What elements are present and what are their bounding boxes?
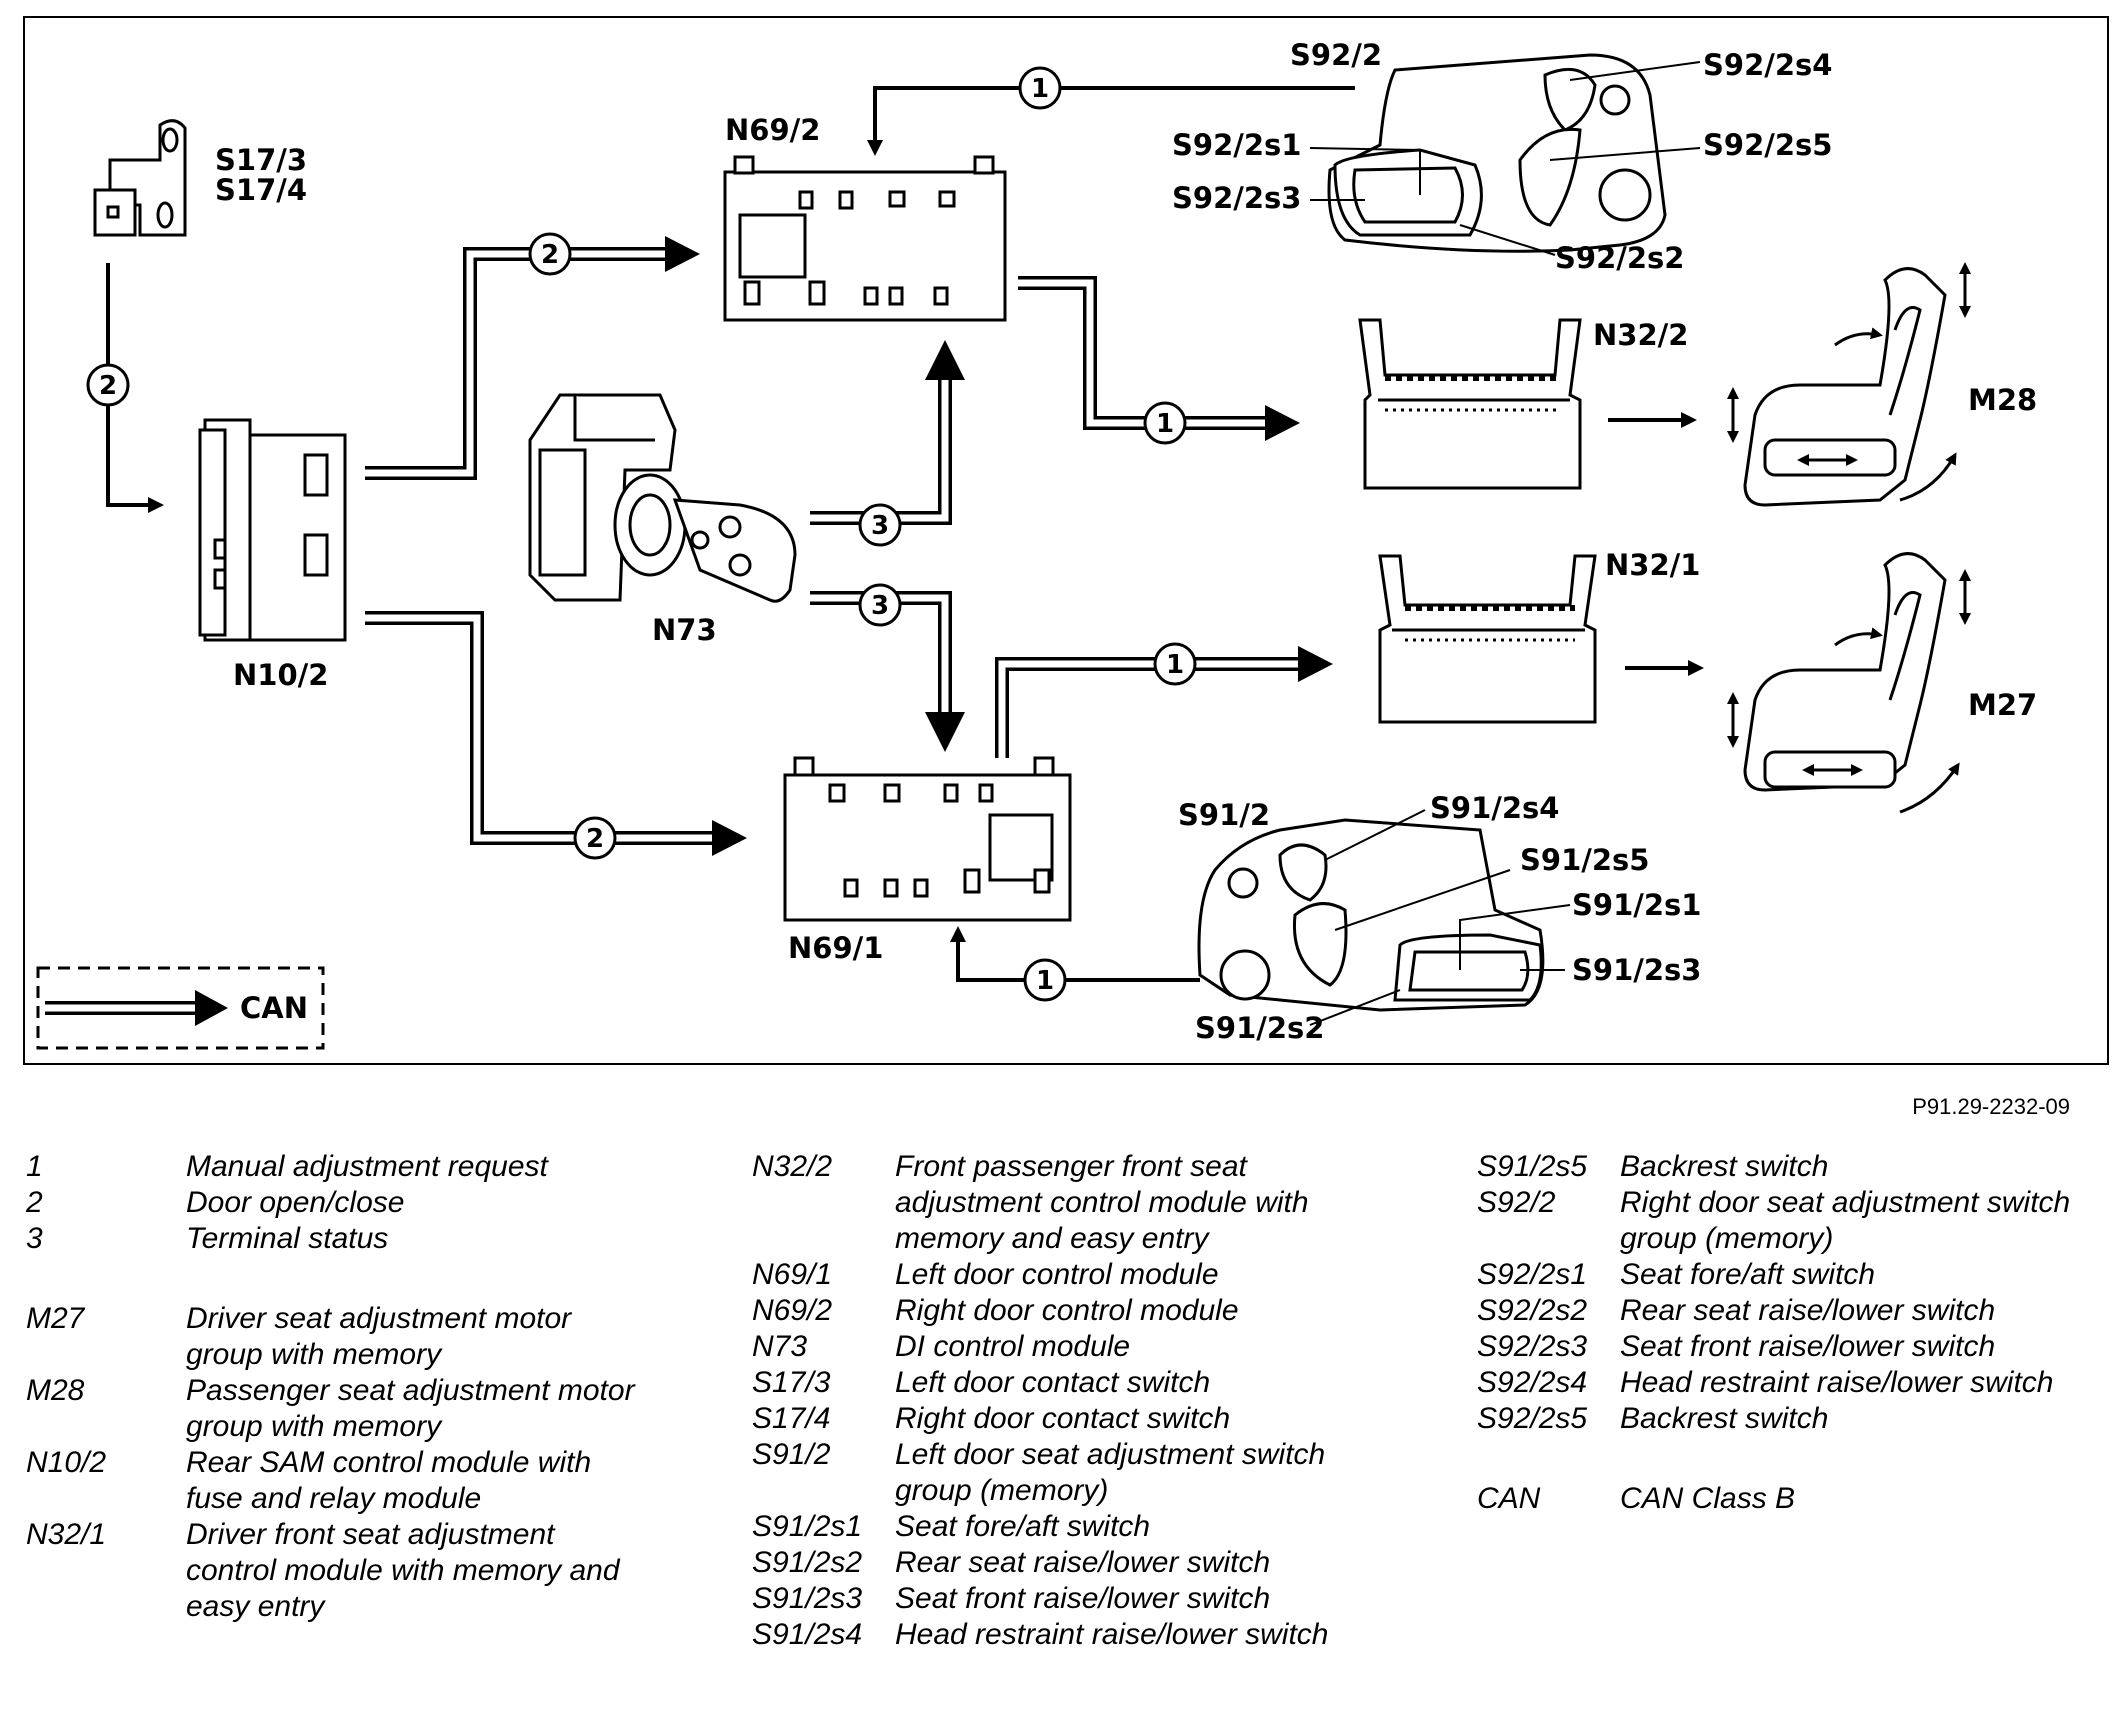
label-s91-2s2: S91/2s2 xyxy=(1195,1011,1324,1045)
label-s91-2: S91/2 xyxy=(1178,798,1270,832)
label-s92-2s3: S92/2s3 xyxy=(1172,181,1301,215)
label-n10-2: N10/2 xyxy=(233,658,328,692)
marker-2: 2 xyxy=(86,363,130,407)
label-m27: M27 xyxy=(1968,688,2037,722)
svg-text:1: 1 xyxy=(1156,409,1174,439)
label-s91-2s3: S91/2s3 xyxy=(1572,953,1701,987)
marker-3: 3 xyxy=(858,503,902,547)
marker-1: 1 xyxy=(1023,958,1067,1002)
label-s92-2s4: S92/2s4 xyxy=(1703,48,1832,82)
label-s92-2s5: S92/2s5 xyxy=(1703,128,1832,162)
driver-seat-motor-icon xyxy=(1727,552,1971,814)
signal-lines xyxy=(106,86,1704,982)
label-s91-2s1: S91/2s1 xyxy=(1572,888,1701,922)
label-n69-2: N69/2 xyxy=(725,113,820,147)
driver-seat-control-module-icon xyxy=(1378,554,1597,724)
label-s92-2: S92/2 xyxy=(1290,38,1382,72)
svg-text:1: 1 xyxy=(1036,966,1054,996)
passenger-seat-motor-icon xyxy=(1727,262,1971,507)
label-leader-lines xyxy=(1309,61,1701,1026)
left-door-control-module-icon xyxy=(783,756,1072,922)
door-contact-switch-icon xyxy=(93,119,187,237)
diagram-frame xyxy=(23,16,2109,1065)
figure-reference: P91.29-2232-09 xyxy=(1912,1094,2070,1119)
svg-text:2: 2 xyxy=(99,371,117,401)
label-s92-2s2: S92/2s2 xyxy=(1555,241,1684,275)
label-s91-2s5: S91/2s5 xyxy=(1520,843,1649,877)
ignition-switch-icon xyxy=(528,393,797,603)
can-legend-box: CAN xyxy=(36,966,325,1050)
marker-2: 2 xyxy=(573,816,617,860)
component-labels: S17/3 S17/4 N10/2 N69/2 N69/1 N73 N32/2 … xyxy=(215,38,2037,1045)
label-n73: N73 xyxy=(652,613,717,647)
rear-sam-module-icon xyxy=(198,418,347,642)
label-n69-1: N69/1 xyxy=(788,931,883,965)
label-s17-3: S17/3 xyxy=(215,143,307,177)
marker-1: 1 xyxy=(1018,66,1062,110)
marker-1: 1 xyxy=(1153,642,1197,686)
can-key-label: CAN xyxy=(240,991,308,1025)
can-bus-arrowheads xyxy=(665,236,1333,856)
right-door-seat-switch-group-icon xyxy=(1327,53,1667,253)
label-s17-4: S17/4 xyxy=(215,173,307,207)
can-bus-lines xyxy=(365,247,1298,845)
svg-text:1: 1 xyxy=(1031,74,1049,104)
label-n32-1: N32/1 xyxy=(1605,548,1700,582)
number-markers: 1 2 2 1 3 3 1 2 1 xyxy=(86,66,1197,1002)
passenger-seat-control-module-icon xyxy=(1358,318,1582,490)
label-m28: M28 xyxy=(1968,383,2037,417)
svg-text:3: 3 xyxy=(871,591,889,621)
right-door-control-module-icon xyxy=(723,155,1007,322)
label-s91-2s4: S91/2s4 xyxy=(1430,791,1559,825)
marker-2: 2 xyxy=(528,232,572,276)
svg-text:1: 1 xyxy=(1166,650,1184,680)
marker-1: 1 xyxy=(1143,401,1187,445)
system-diagram: 1 2 2 1 3 3 1 2 1 xyxy=(23,16,2109,1065)
svg-text:2: 2 xyxy=(541,240,559,270)
svg-text:2: 2 xyxy=(586,824,604,854)
svg-text:3: 3 xyxy=(871,511,889,541)
label-s92-2s1: S92/2s1 xyxy=(1172,128,1301,162)
marker-3: 3 xyxy=(858,583,902,627)
label-n32-2: N32/2 xyxy=(1593,318,1688,352)
left-door-seat-switch-group-icon xyxy=(1197,818,1545,1012)
